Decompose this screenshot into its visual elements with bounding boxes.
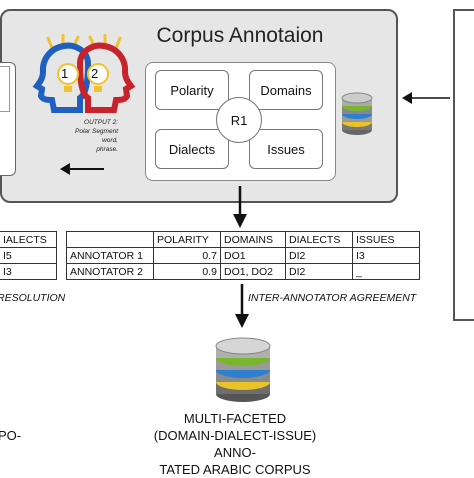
output-2-note: OUTPUT 2: Polar Segment word, phrase. [48,118,118,154]
table-cell: DI2 [285,263,353,280]
annotator-table: POLARITY DOMAINS DIALECTS ISSUES ANNOTAT… [66,231,420,280]
table-cell: DI2 [285,247,353,264]
left-panel-inner-box [0,66,10,112]
output-note-line: OUTPUT 2: [84,119,118,126]
caption-line: MULTI-FACETED [183,411,287,426]
table-cell: I3 [352,247,420,264]
table-cell: 0.9 [153,263,221,280]
table-header-cell: ISSUES [352,231,420,248]
category-issues: Issues [249,129,323,169]
table-row: ANNOTATOR 2 0.9 DO1, DO2 DI2 _ [66,263,420,280]
inter-annotator-agreement-label: INTER-ANNOTATOR AGREEMENT [248,292,417,304]
table-cell: 0.7 [153,247,221,264]
down-arrow-icon [233,186,247,228]
category-polarity: Polarity [155,70,229,110]
database-icon [341,92,373,135]
table-cell: ANNOTATOR 2 [66,263,154,280]
annotator-1-number: 1 [61,66,69,81]
resolution-label: RESOLUTION [0,292,66,304]
panel-title: Corpus Annotaion [156,24,324,47]
table-row: I3 [0,263,57,280]
annotated-corpus-database-icon [215,337,271,402]
table-row: I5 [0,247,57,264]
left-annotation-table: IALECTS I5 I3 [0,231,57,280]
table-cell: ANNOTATOR 1 [66,247,154,264]
table-header-cell: IALECTS [0,231,57,248]
category-domains: Domains [249,70,323,110]
right-panel-frame [453,9,474,321]
annotated-corpus-caption: MULTI-FACETED (DOMAIN-DIALECT-ISSUE) ANN… [140,410,330,478]
table-cell: _ [352,263,420,280]
table-cell: DO1, DO2 [220,263,286,280]
annotator-2-number: 2 [91,66,99,81]
left-arrow-icon [60,163,104,175]
table-header-row: POLARITY DOMAINS DIALECTS ISSUES [66,231,420,248]
output-note-line: word, [102,137,118,144]
table-row: ANNOTATOR 1 0.7 DO1 DI2 I3 [66,247,420,264]
down-arrow-icon [235,284,249,328]
category-dialects: Dialects [155,129,229,169]
output-note-line: Polar Segment [75,128,118,135]
caption-line: TATED ARABIC CORPUS [159,462,311,477]
two-annotators-heads-icon [32,34,136,113]
table-header-cell: DOMAINS [220,231,286,248]
table-cell: DO1 [220,247,286,264]
resource-r1-node: R1 [216,97,262,143]
left-arrow-icon [402,92,450,104]
table-cell: I3 [0,263,57,280]
table-header-cell: DIALECTS [285,231,353,248]
output-note-line: phrase. [96,146,118,153]
table-header-cell: POLARITY [153,231,221,248]
table-cell: I5 [0,247,57,264]
table-header-cell [66,231,154,248]
left-caption-fragment: PO- [0,428,22,443]
caption-line: (DOMAIN-DIALECT-ISSUE) ANNO- [153,428,317,460]
